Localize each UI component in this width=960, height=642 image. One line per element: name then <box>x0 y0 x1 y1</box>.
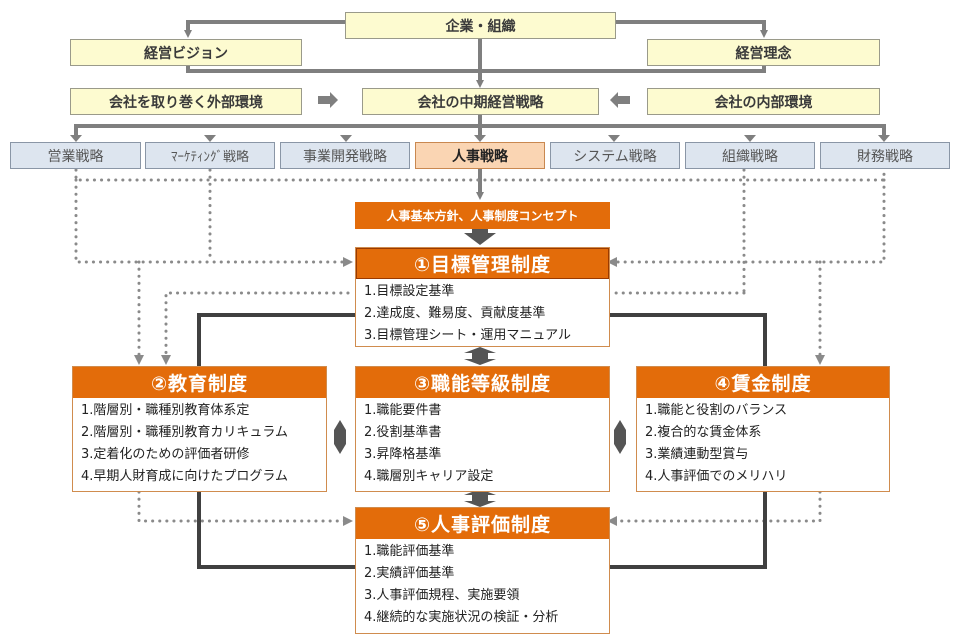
company-box: 企業・組織 <box>345 12 616 39</box>
evaluation-title: ⑤人事評価制度 <box>356 508 609 539</box>
education-title: ②教育制度 <box>73 367 326 398</box>
internal-env-box: 会社の内部環境 <box>647 88 880 115</box>
grade-item: 3.昇降格基準 <box>364 447 442 462</box>
mbo-system-box: ①目標管理制度 1.目標設定基準 2.達成度、難易度、貢献度基準 3.目標管理シ… <box>355 247 610 347</box>
evaluation-item: 2.実績評価基準 <box>364 566 455 581</box>
wage-items: 1.職能と役割のバランス 2.複合的な賃金体系 3.業績連動型賞与 4.人事評価… <box>637 398 889 488</box>
evaluation-item: 3.人事評価規程、実施要領 <box>364 588 520 603</box>
arrow-right-icon <box>318 92 338 108</box>
vision-label: 経営ビジョン <box>144 45 228 62</box>
strategy-system: システム戦略 <box>550 142 680 169</box>
midterm-strategy-box: 会社の中期経営戦略 <box>362 88 599 115</box>
system-frame <box>197 313 767 569</box>
grade-system-box: ③職能等級制度 1.職能要件書 2.役割基準書 3.昇降格基準 4.職層別キャリ… <box>355 366 610 492</box>
grade-item: 2.役割基準書 <box>364 425 442 440</box>
mbo-item: 2.達成度、難易度、貢献度基準 <box>364 306 546 321</box>
strategy-label: 人事戦略 <box>452 148 508 165</box>
evaluation-items: 1.職能評価基準 2.実績評価基準 3.人事評価規程、実施要領 4.継続的な実施… <box>356 539 609 629</box>
strategy-label: ﾏｰｹﾃｨﾝｸﾞ戦略 <box>170 150 249 165</box>
external-env-box: 会社を取り巻く外部環境 <box>70 88 302 115</box>
strategy-label: システム戦略 <box>573 148 657 165</box>
strategy-arrowheads <box>70 135 890 142</box>
double-arrow-vertical-icon <box>464 347 496 365</box>
wage-item: 1.職能と役割のバランス <box>645 403 788 418</box>
strategy-label: 組織戦略 <box>722 148 778 165</box>
top-solid-connectors <box>74 20 886 200</box>
hr-policy-banner: 人事基本方針、人事制度コンセプト <box>355 202 610 229</box>
strategy-label: 営業戦略 <box>47 148 104 165</box>
arrow-down-icon <box>464 228 496 245</box>
vision-box: 経営ビジョン <box>70 39 302 66</box>
connector-company-philosophy <box>616 20 768 38</box>
evaluation-item: 1.職能評価基準 <box>364 544 455 559</box>
education-item: 1.階層別・職種別教育体系定 <box>81 403 250 418</box>
mbo-item: 3.目標管理シート・運用マニュアル <box>364 328 572 343</box>
education-item: 3.定着化のための評価者研修 <box>81 447 250 462</box>
mbo-title: ①目標管理制度 <box>356 248 609 279</box>
strategy-sales: 営業戦略 <box>10 142 141 169</box>
double-arrow-horizontal-icon <box>614 420 626 454</box>
strategy-business-dev: 事業開発戦略 <box>280 142 410 169</box>
wage-item: 3.業績連動型賞与 <box>645 447 749 462</box>
grade-title: ③職能等級制度 <box>356 367 609 398</box>
external-env-label: 会社を取り巻く外部環境 <box>109 94 263 111</box>
company-label: 企業・組織 <box>445 18 516 35</box>
arrowhead <box>340 135 352 142</box>
arrowhead <box>744 135 756 142</box>
strategy-label: 財務戦略 <box>857 148 913 165</box>
double-arrows <box>334 347 626 507</box>
wage-title: ④賃金制度 <box>637 367 889 398</box>
arrowhead <box>474 135 486 142</box>
connector-vision-philosophy <box>186 64 766 73</box>
arrowhead <box>204 135 216 142</box>
education-item: 4.早期人財育成に向けたプログラム <box>81 469 289 484</box>
arrowhead <box>878 135 890 142</box>
arrowhead <box>70 135 82 142</box>
midterm-strategy-label: 会社の中期経営戦略 <box>417 94 544 111</box>
arrow-left-icon <box>610 92 630 108</box>
hr-policy-label: 人事基本方針、人事制度コンセプト <box>386 209 579 223</box>
dotted-connectors <box>74 168 886 526</box>
strategy-finance: 財務戦略 <box>820 142 950 169</box>
evaluation-system-box: ⑤人事評価制度 1.職能評価基準 2.実績評価基準 3.人事評価規程、実施要領 … <box>355 507 610 634</box>
wage-item: 2.複合的な賃金体系 <box>645 425 762 440</box>
strategy-hr: 人事戦略 <box>415 142 545 169</box>
wage-system-box: ④賃金制度 1.職能と役割のバランス 2.複合的な賃金体系 3.業績連動型賞与 … <box>636 366 890 492</box>
mbo-item: 1.目標設定基準 <box>364 284 455 299</box>
grade-item: 4.職層別キャリア設定 <box>364 469 494 484</box>
arrowhead <box>608 135 620 142</box>
grade-items: 1.職能要件書 2.役割基準書 3.昇降格基準 4.職層別キャリア設定 <box>356 398 609 488</box>
strategy-label: 事業開発戦略 <box>303 148 387 165</box>
wage-item: 4.人事評価でのメリハリ <box>645 469 788 484</box>
double-arrow-horizontal-icon <box>334 420 346 454</box>
education-item: 2.階層別・職種別教育カリキュラム <box>81 425 289 440</box>
double-arrow-vertical-icon <box>464 489 496 507</box>
philosophy-label: 経営理念 <box>735 45 792 62</box>
connector-company-vision <box>184 20 345 38</box>
mbo-items: 1.目標設定基準 2.達成度、難易度、貢献度基準 3.目標管理シート・運用マニュ… <box>356 279 609 347</box>
strategy-organization: 組織戦略 <box>685 142 815 169</box>
internal-env-label: 会社の内部環境 <box>714 94 813 111</box>
philosophy-box: 経営理念 <box>647 39 880 66</box>
education-system-box: ②教育制度 1.階層別・職種別教育体系定 2.階層別・職種別教育カリキュラム 3… <box>72 366 327 492</box>
grade-item: 1.職能要件書 <box>364 403 442 418</box>
strategy-marketing: ﾏｰｹﾃｨﾝｸﾞ戦略 <box>145 142 275 169</box>
education-items: 1.階層別・職種別教育体系定 2.階層別・職種別教育カリキュラム 3.定着化のた… <box>73 398 326 488</box>
evaluation-item: 4.継続的な実施状況の検証・分析 <box>364 610 559 625</box>
